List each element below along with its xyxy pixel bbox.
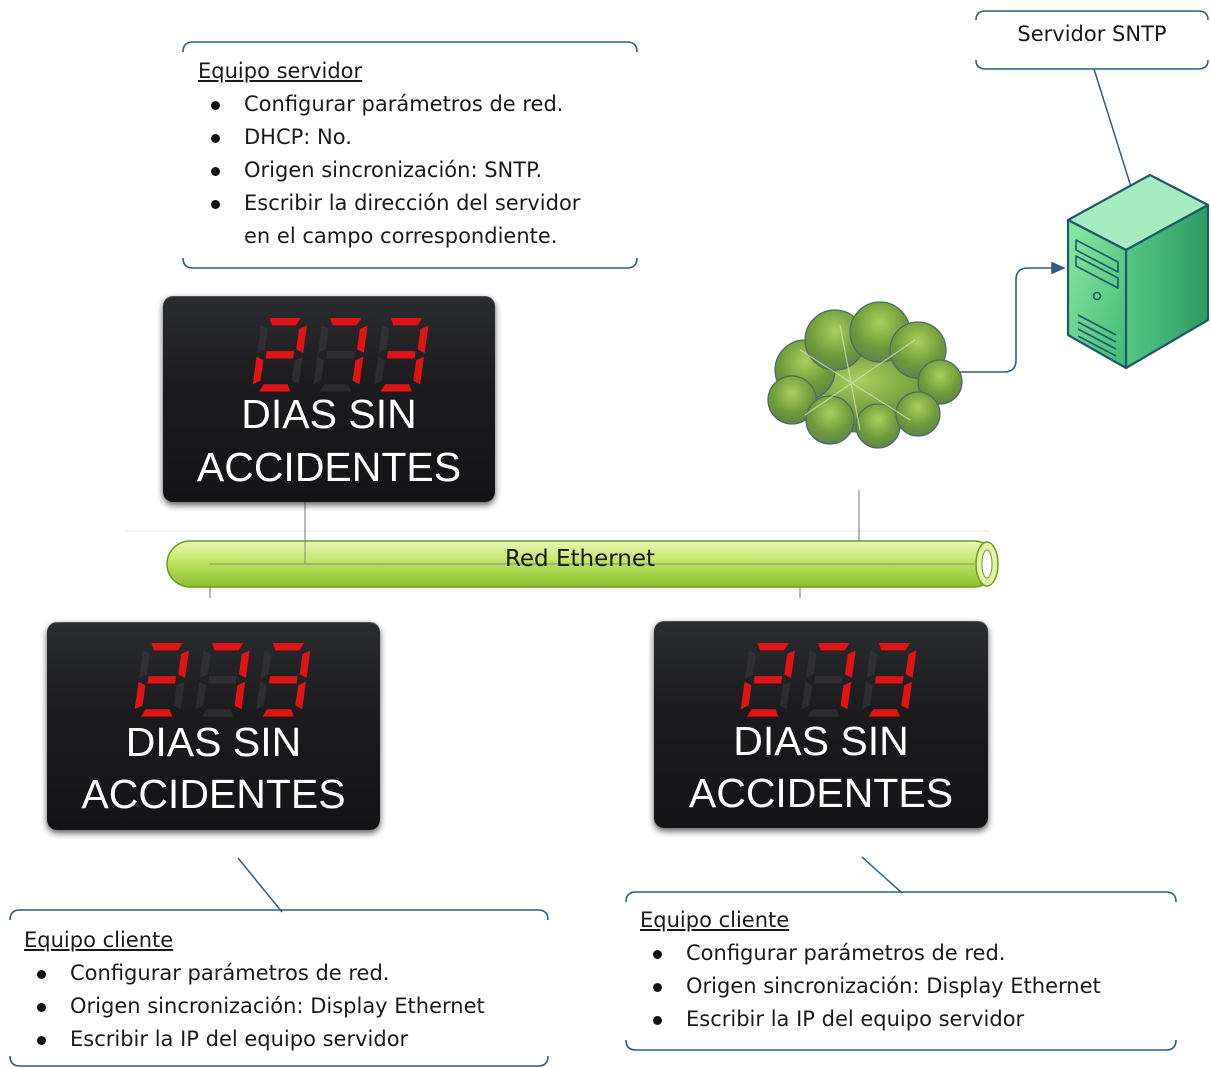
client-right-callout-title: Equipo cliente — [640, 908, 790, 932]
client-left-display: DIAS SIN ACCIDENTES — [47, 622, 380, 830]
server-display-line2: ACCIDENTES — [196, 444, 462, 490]
server-callout: Equipo servidor Configurar parámetros de… — [198, 55, 638, 253]
sntp-server-icon — [1066, 173, 1210, 370]
list-item: Escribir la IP del equipo servidor — [640, 1003, 1170, 1036]
client-right-display-line2: ACCIDENTES — [688, 770, 954, 816]
sntp-server-label: Servidor SNTP — [1017, 22, 1167, 46]
cloud-to-server-arrow — [955, 261, 1066, 373]
client-right-callout: Equipo cliente Configurar parámetros de … — [640, 904, 1170, 1036]
client-left-display-line1: DIAS SIN — [125, 719, 302, 765]
list-item: DHCP: No. — [198, 121, 638, 154]
list-item: Origen sincronización: SNTP. — [198, 154, 638, 187]
client-right-connector — [861, 856, 903, 894]
list-item: Origen sincronización: Display Ethernet — [640, 970, 1170, 1003]
server-callout-list: Configurar parámetros de red. DHCP: No. … — [198, 88, 638, 220]
server-display: DIAS SIN ACCIDENTES — [163, 296, 495, 502]
server-display-line1: DIAS SIN — [241, 391, 417, 437]
list-item: Configurar parámetros de red. — [198, 88, 638, 121]
list-item: Escribir la dirección del servidor — [198, 187, 638, 220]
sntp-label-connector — [1093, 68, 1133, 191]
network-cloud-icon — [767, 301, 963, 449]
server-callout-bracket — [182, 41, 638, 269]
server-callout-title: Equipo servidor — [198, 59, 363, 83]
network-label: Red Ethernet — [504, 546, 656, 572]
list-item: Escribir la IP del equipo servidor — [24, 1023, 544, 1056]
client-left-callout-title: Equipo cliente — [24, 928, 174, 952]
list-item: Configurar parámetros de red. — [640, 937, 1170, 970]
ethernet-pipe — [166, 540, 999, 588]
sntp-label-bracket — [975, 10, 1209, 70]
client-right-display: DIAS SIN ACCIDENTES — [654, 621, 988, 828]
list-item-continuation: en el campo correspondiente. — [244, 224, 558, 248]
client-right-callout-list: Configurar parámetros de red. Origen sin… — [640, 937, 1170, 1036]
client-left-display-line2: ACCIDENTES — [81, 771, 346, 817]
client-left-callout: Equipo cliente Configurar parámetros de … — [24, 924, 544, 1056]
client-right-display-line1: DIAS SIN — [733, 718, 909, 764]
client-left-bracket — [9, 909, 549, 1067]
client-left-connector — [237, 857, 283, 913]
list-item: Configurar parámetros de red. — [24, 957, 544, 990]
client-left-callout-list: Configurar parámetros de red. Origen sin… — [24, 957, 544, 1056]
list-item: Origen sincronización: Display Ethernet — [24, 990, 544, 1023]
